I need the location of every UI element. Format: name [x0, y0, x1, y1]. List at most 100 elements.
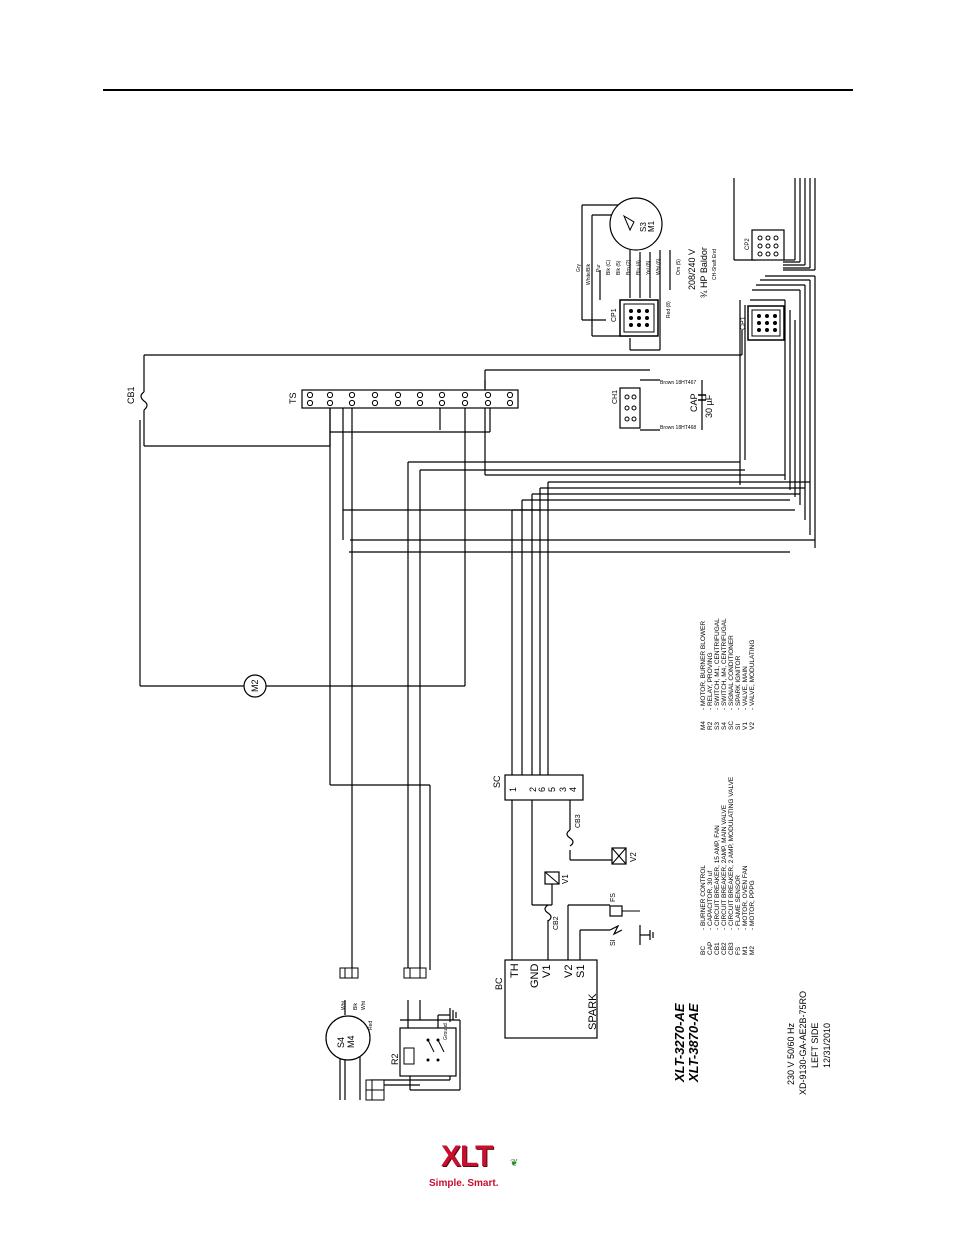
legend-left-desc: - CIRCUIT BREAKER, 2 AMP, MODULATING VAL…	[728, 776, 735, 930]
bc-terminal: SPARK	[587, 993, 599, 1030]
legend-left-desc: - CIRCUIT BREAKER, 2AMP, MAIN VALVE	[721, 804, 728, 930]
motor-m4-label: M4	[346, 1035, 356, 1048]
legend-right-code: S4	[721, 722, 728, 730]
motor-m4-switch-label: S4	[336, 1037, 346, 1048]
spark-ignitor-symbol	[609, 924, 654, 945]
m1-wire-label: Blu (4)	[636, 260, 642, 275]
legend-left-code: M2	[749, 946, 756, 955]
sc-label: SC	[492, 775, 502, 788]
m4-wire-label: Wht	[341, 1001, 347, 1011]
cb2-breaker	[544, 904, 552, 922]
m1-wire-label: Gry	[576, 263, 582, 272]
m1-wire-label: Red (8)	[666, 301, 672, 318]
sc-terminal: 3	[558, 787, 568, 792]
capacitor-label: CAP	[689, 393, 699, 412]
legend-left-desc: - BURNER CONTROL	[700, 865, 707, 930]
xlt-logo: XLT ❦ Simple. Smart.	[427, 1140, 527, 1192]
motor-m1-name: ¾ HP Baldor	[699, 247, 709, 298]
logo-wordmark: XLT	[441, 1140, 493, 1173]
cp1-right-connector	[747, 305, 785, 341]
relay-label: R2	[390, 1053, 400, 1065]
legend-right-code: SC	[728, 721, 735, 730]
legend-right-desc: - VALVE, MAIN	[742, 666, 749, 710]
motor-m4-symbol	[325, 1015, 371, 1061]
legend-right-desc: - MOTOR, BURNER BLOWER	[700, 621, 707, 710]
motor-m2-label: M2	[250, 679, 260, 692]
legend-left-code: M1	[742, 946, 749, 955]
flame-sensor-label: FS	[610, 893, 617, 902]
burner-control	[504, 959, 598, 1039]
sc-terminal: 1	[508, 787, 518, 792]
capacitor-wire-bottom: Brown 18HT468	[660, 425, 696, 431]
legend-right-code: S3	[714, 722, 721, 730]
cb2-label: CB2	[553, 916, 560, 930]
sc-terminal: 2	[528, 787, 538, 792]
flame-sensor-symbol	[609, 905, 640, 917]
drawing-info: 230 V 50/60 Hz XD-9130-GA-AE2B-75RO LEFT…	[786, 991, 832, 1095]
m1-wire-label: Blk (C)	[606, 259, 612, 275]
cp1-right-label: CP1	[740, 316, 747, 330]
legend-right-desc: - SWITCH, M4, CENTRIFUGAL	[721, 618, 728, 710]
legend-right-code: V2	[749, 722, 756, 730]
m1-wire-label: Yel (8)	[646, 260, 652, 275]
legend-right-code: R2	[707, 721, 714, 730]
drawing-info-line: LEFT SIDE	[810, 1023, 820, 1068]
relay-r2	[399, 1027, 457, 1077]
burner-control-wiring	[511, 800, 612, 960]
bc-terminal: V1	[541, 965, 553, 978]
bc-terminal: V2	[563, 965, 575, 978]
motor-m2-symbol	[243, 674, 267, 698]
sc-terminal-labels: 1 2 6 5 3 4	[508, 787, 578, 792]
terminal-strip	[301, 389, 519, 409]
valve-v2-label: V2	[629, 852, 638, 862]
motor-m4-wire-labels: Wht Blk Wht Red	[341, 1001, 374, 1031]
legend-left: BC - BURNER CONTROL CAP - CAPACITOR, 30 …	[700, 776, 756, 955]
drawing-info-line: XD-9130-GA-AE2B-75RO	[798, 991, 808, 1095]
valve-v1-symbol	[544, 871, 560, 885]
motor-m1-symbol	[609, 197, 663, 251]
legend-left-code: BC	[700, 946, 707, 955]
m1-wire-label: Brn (2)	[626, 259, 632, 275]
legend-right: M4 - MOTOR, BURNER BLOWER R2 - RELAY, PR…	[700, 618, 756, 730]
m4-wire-label: Wht	[361, 1001, 367, 1011]
bc-terminal: S1	[575, 965, 587, 978]
signal-conditioner	[504, 774, 584, 801]
legend-right-code: SI	[735, 724, 742, 730]
bc-terminal: TH	[509, 963, 521, 978]
bc-terminal: GND	[529, 964, 541, 989]
ch1-connector	[619, 387, 641, 429]
legend-right-desc: - SPARK IGNITOR	[735, 655, 742, 710]
main-power-wiring	[139, 330, 815, 970]
legend-right-desc: - RELAY, PROVING	[707, 652, 714, 710]
ch1-label: CH1	[612, 390, 619, 404]
valve-v1-label: V1	[561, 874, 570, 884]
legend-left-code: FS	[735, 946, 742, 955]
cb3-label: CB3	[575, 814, 582, 828]
cp2-label: CP2	[745, 238, 751, 250]
leaf-icon: ❦	[510, 1158, 519, 1169]
legend-right-desc: - SWITCH, M1, CENTRIFUGAL	[714, 618, 721, 710]
motor-m1-label: M1	[647, 220, 656, 232]
capacitor-wire-top: Brown 18HT467	[660, 380, 696, 386]
cable-clamps	[339, 967, 427, 1101]
bc-label: BC	[494, 977, 504, 990]
legend-left-desc: - MOTOR, PPPG	[749, 880, 756, 930]
cp1-left-connector	[619, 299, 659, 337]
m4-wire-label: Red	[368, 1021, 374, 1030]
legend-left-code: CB3	[728, 942, 735, 955]
motor-m1-wire-labels: Gry White/Blk Pur Blk (C) Blk (5) Brn (2…	[576, 258, 682, 318]
m1-wire-label: Pur	[596, 264, 602, 272]
capacitor-symbol	[698, 380, 706, 430]
m1-wire-label: Blk (5)	[616, 260, 622, 275]
valve-v2-symbol	[611, 847, 627, 865]
cp1-left-label: CP1	[611, 308, 618, 322]
cb3-breaker	[566, 829, 574, 847]
model-number: XLT-3270-AE	[672, 1003, 687, 1083]
legend-right-code: M4	[700, 721, 707, 730]
legend-left-desc: - CAPACITOR, 30 uf	[707, 870, 714, 930]
legend-left-code: CB1	[714, 942, 721, 955]
legend-left-code: CB2	[721, 942, 728, 955]
motor-m1-note: CH-Shaft End	[712, 249, 718, 280]
legend-left-desc: - FLAME SENSOR	[735, 875, 742, 930]
m1-wire-label: Wht (6)	[656, 258, 662, 275]
